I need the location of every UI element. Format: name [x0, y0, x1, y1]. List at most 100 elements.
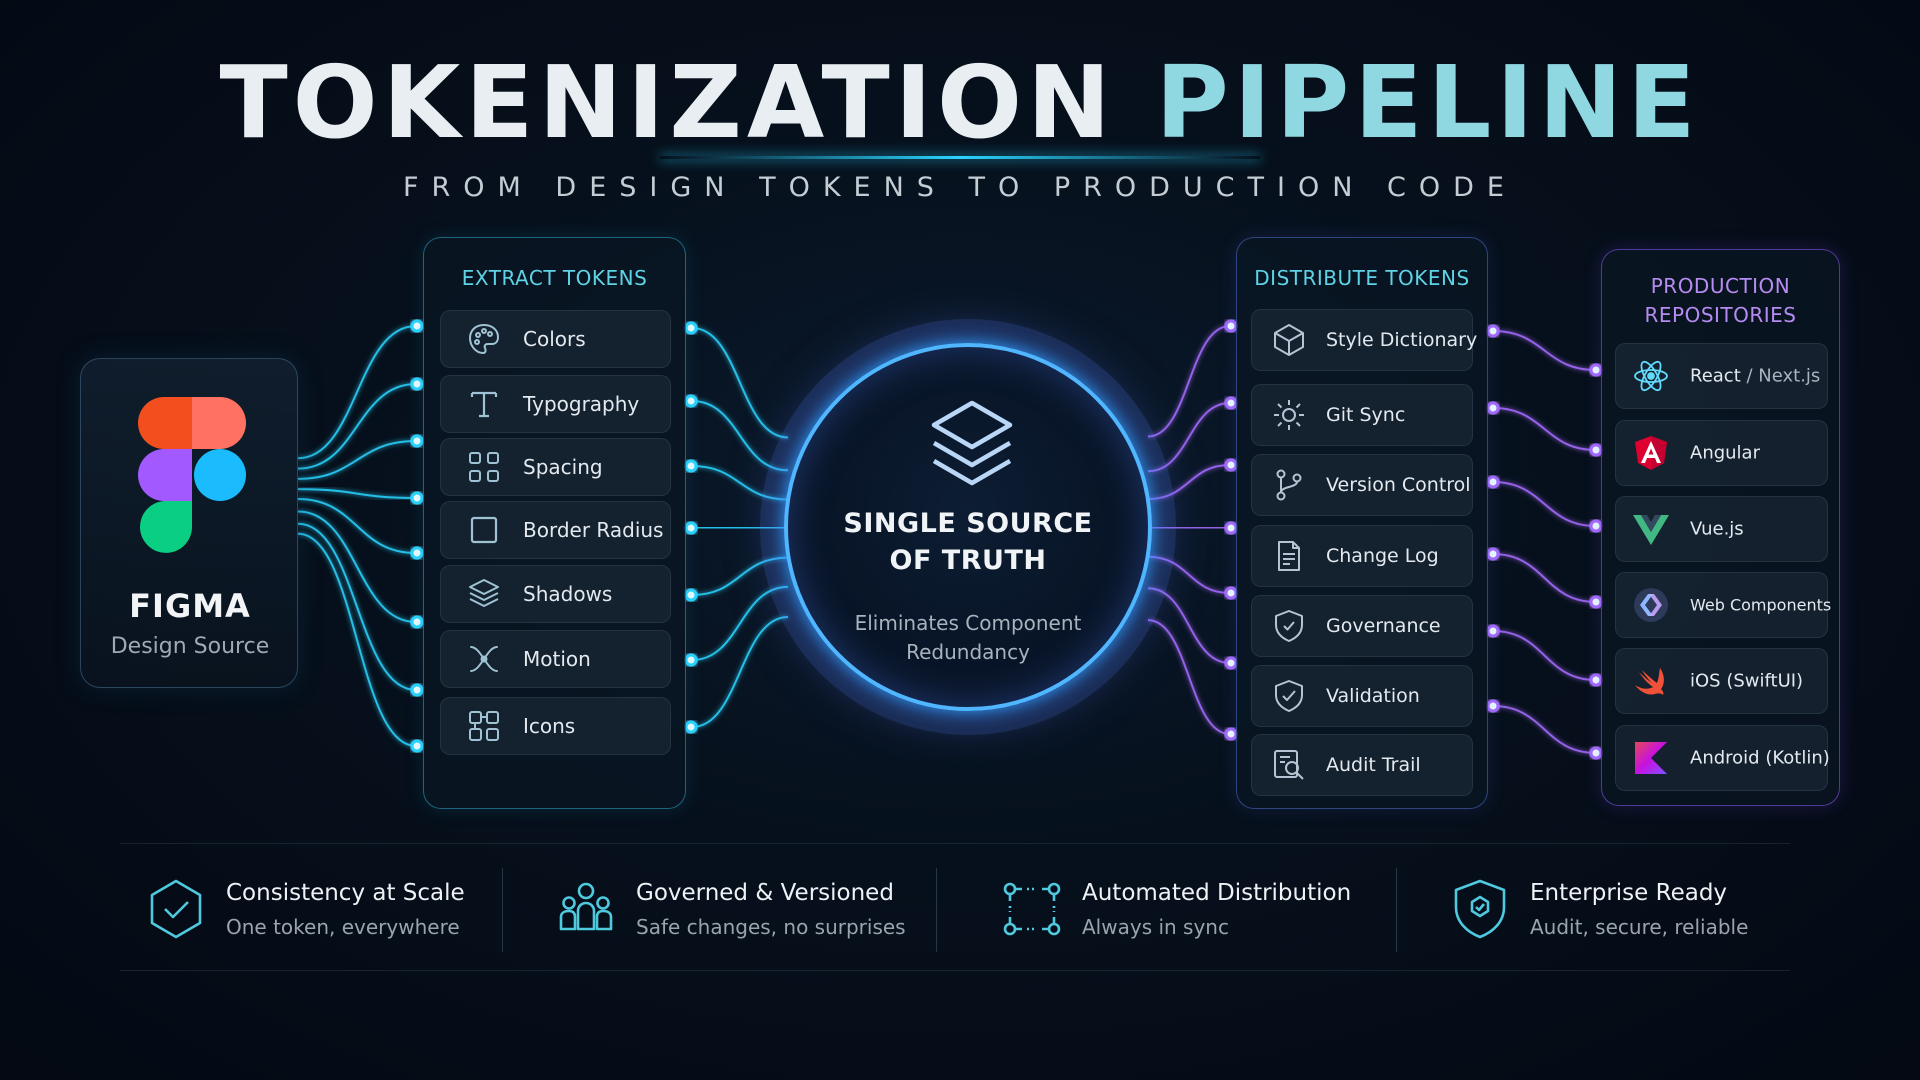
connector-dot	[1486, 475, 1500, 489]
extract-item-label: Shadows	[523, 582, 613, 606]
connector-dot	[1224, 727, 1238, 741]
repo-item-angular[interactable]: Angular	[1615, 420, 1828, 486]
connector-dot	[1224, 521, 1238, 535]
extract-item-icons[interactable]: Icons	[440, 697, 671, 755]
text-t-icon	[470, 391, 498, 418]
connector-dot	[1224, 319, 1238, 333]
connector-dot	[1224, 458, 1238, 472]
repos-heading-line1: PRODUCTION	[1650, 274, 1791, 298]
distribute-item-label: Validation	[1326, 685, 1420, 707]
repo-item-label: React / Next.js	[1690, 366, 1820, 387]
connector-line	[1147, 619, 1231, 735]
connector-dot	[410, 683, 424, 697]
repos-heading-line2: REPOSITORIES	[1644, 303, 1797, 327]
connector-dot	[1486, 547, 1500, 561]
distribute-item-label: Change Log	[1326, 545, 1439, 567]
extract-item-shadows[interactable]: Shadows	[440, 565, 671, 623]
magnifier-icon	[1274, 750, 1304, 780]
react-icon	[1634, 360, 1668, 392]
repo-item-ios-swiftui[interactable]: iOS (SwiftUI)	[1615, 648, 1828, 714]
connector-line	[1147, 325, 1231, 438]
distribute-item-audit-trail[interactable]: Audit Trail	[1251, 734, 1473, 796]
connector-line	[691, 526, 789, 529]
connector-dot	[410, 546, 424, 560]
source-name: FIGMA	[129, 587, 251, 625]
feature-divider	[936, 868, 937, 952]
distribute-item-git-sync[interactable]: Git Sync	[1251, 384, 1473, 446]
hexagon-check-icon	[150, 879, 202, 939]
connector-line	[691, 465, 789, 501]
document-icon	[1278, 541, 1300, 571]
feature-subtitle: Safe changes, no surprises	[636, 915, 906, 939]
shield-check-icon	[1275, 680, 1303, 712]
connector-dot	[1589, 519, 1603, 533]
distribute-item-version-control[interactable]: Version Control	[1251, 454, 1473, 516]
hub-subtitle-line1: Eliminates Component	[854, 611, 1082, 635]
connector-line	[297, 440, 417, 480]
connector-line	[1147, 402, 1231, 473]
connector-line	[297, 510, 417, 623]
connector-dot	[684, 459, 698, 473]
distribute-item-validation[interactable]: Validation	[1251, 665, 1473, 727]
distribute-item-label: Governance	[1326, 615, 1441, 637]
connector-line	[1147, 526, 1231, 529]
connector-dot	[1486, 624, 1500, 638]
connector-dot	[1486, 699, 1500, 713]
stacked-layers-icon	[931, 400, 1013, 486]
distribute-item-governance[interactable]: Governance	[1251, 595, 1473, 657]
vue-icon	[1633, 515, 1669, 545]
connector-line	[1492, 705, 1597, 754]
repo-item-react[interactable]: React / Next.js	[1615, 343, 1828, 409]
title-part2: PIPELINE	[1155, 44, 1701, 161]
connector-line	[1492, 330, 1597, 371]
connector-line	[297, 532, 417, 747]
connector-dot	[1486, 401, 1500, 415]
repo-item-label: Angular	[1690, 442, 1760, 464]
repo-item-android-kotlin[interactable]: Android (Kotlin)	[1615, 725, 1830, 791]
extract-item-border-radius[interactable]: Border Radius	[440, 501, 671, 559]
repos-heading: PRODUCTION REPOSITORIES	[1602, 272, 1839, 330]
connector-dot	[684, 588, 698, 602]
repo-item-label: iOS (SwiftUI)	[1690, 670, 1804, 692]
repo-item-web-components[interactable]: Web Components	[1615, 572, 1832, 638]
distribute-item-change-log[interactable]: Change Log	[1251, 525, 1473, 587]
connector-dot	[684, 394, 698, 408]
team-icon	[559, 882, 613, 931]
shield-badge-icon	[1454, 879, 1506, 939]
single-source-of-truth-hub[interactable]: SINGLE SOURCE OF TRUTH Eliminates Compon…	[784, 343, 1152, 711]
figma-source-card[interactable]: FIGMA Design Source	[80, 358, 298, 688]
connector-line	[297, 488, 417, 499]
extract-item-label: Motion	[523, 647, 591, 671]
distribute-item-label: Version Control	[1326, 474, 1471, 496]
connector-line	[297, 498, 417, 554]
repo-item-vue[interactable]: Vue.js	[1615, 496, 1828, 562]
connector-dot	[410, 615, 424, 629]
feature-subtitle: Always in sync	[1082, 915, 1229, 939]
page-title: TOKENIZATION PIPELINE	[0, 48, 1920, 158]
connector-line	[691, 585, 789, 661]
extract-item-label: Spacing	[523, 455, 603, 479]
connector-dot	[410, 377, 424, 391]
repo-item-label: Web Components	[1690, 595, 1832, 615]
connector-line	[1147, 464, 1231, 501]
connector-dot	[410, 491, 424, 505]
extract-item-motion[interactable]: Motion	[440, 630, 671, 688]
connector-dot	[1589, 595, 1603, 609]
cube-icon	[1274, 324, 1304, 356]
connector-dot	[1224, 656, 1238, 670]
square-icon	[470, 516, 498, 544]
distribute-item-style-dictionary[interactable]: Style Dictionary	[1251, 309, 1477, 371]
extract-item-typography[interactable]: Typography	[440, 375, 671, 433]
extract-item-spacing[interactable]: Spacing	[440, 438, 671, 496]
connector-dot	[684, 521, 698, 535]
title-underline	[660, 156, 1260, 159]
page-subtitle: FROM DESIGN TOKENS TO PRODUCTION CODE	[403, 172, 1517, 203]
feature-divider	[502, 868, 503, 952]
repo-item-label: Vue.js	[1690, 518, 1744, 540]
feature-title: Consistency at Scale	[226, 880, 465, 906]
extract-item-colors[interactable]: Colors	[440, 310, 671, 368]
connector-dot	[684, 321, 698, 335]
connector-dot	[1224, 586, 1238, 600]
connector-line	[1147, 587, 1231, 664]
